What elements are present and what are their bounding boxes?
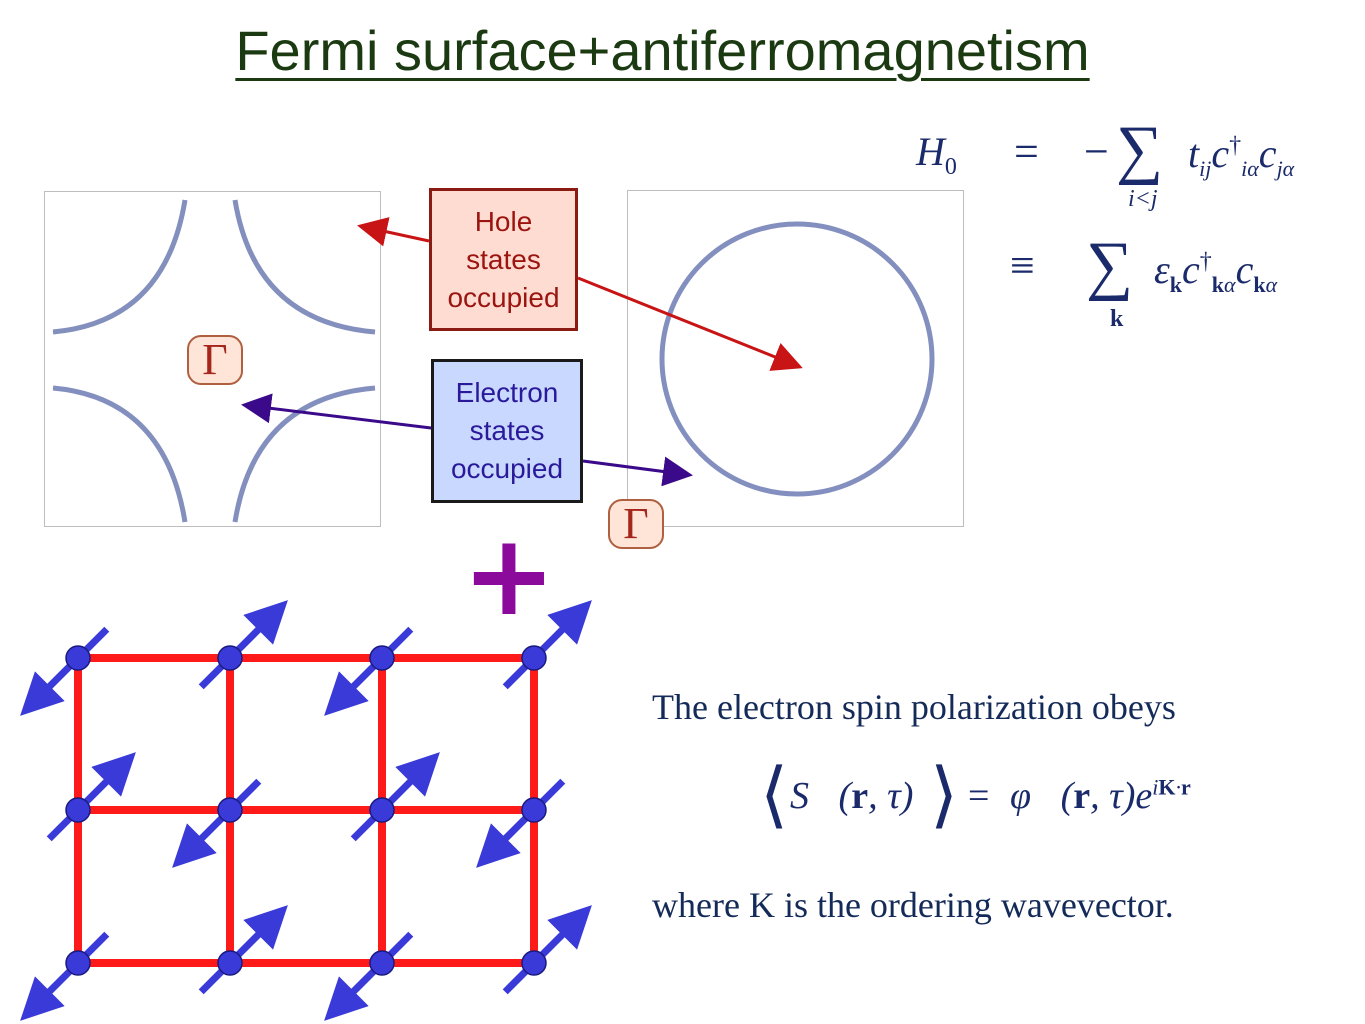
spin-arrow-up <box>46 752 136 842</box>
hole-states-callout: Hole states occupied <box>429 188 578 331</box>
lattice-site <box>521 645 547 671</box>
lattice-site <box>217 797 243 823</box>
callout-line: states <box>469 415 545 446</box>
spin-polarization-equation: ⟨ S⃗(r, τ) ⟩ = φ⃗(r, τ)eiK·r <box>760 755 1191 835</box>
spin-arrow-up <box>502 905 592 995</box>
electron-states-callout: Electron states occupied <box>431 359 583 503</box>
callout-line: states <box>466 244 541 275</box>
hamiltonian-equation-1: H0 = − ∑ i<j tijc†iαcjα <box>916 113 1295 212</box>
spin-arrow-down <box>324 626 414 716</box>
hamiltonian-equation-2: ≡ ∑ k εkc†kαckα <box>1010 229 1278 332</box>
spin-arrow-up <box>198 600 288 690</box>
spin-arrow-down <box>20 931 110 1021</box>
lattice-site <box>65 950 91 976</box>
spin-arrow-up <box>198 905 288 995</box>
spin-arrow-down <box>476 778 566 868</box>
fermi-surface-circle <box>659 221 935 497</box>
hole-arrow-left <box>357 217 430 247</box>
lattice-site <box>65 645 91 671</box>
gamma-point-label-left: Γ <box>187 335 243 385</box>
electron-arrow-right <box>582 456 693 487</box>
spin-arrow-down <box>172 778 262 868</box>
gamma-point-label-right: Γ <box>608 499 664 549</box>
spin-arrow-down <box>20 626 110 716</box>
lattice-site <box>217 950 243 976</box>
electron-arrow-left <box>241 393 432 430</box>
slide-title: Fermi surface+antiferromagnetism <box>235 19 1090 82</box>
callout-line: Electron <box>455 377 559 408</box>
lattice-site <box>521 950 547 976</box>
lattice-site <box>521 797 547 823</box>
spin-arrow-down <box>324 931 414 1021</box>
lattice-site <box>369 950 395 976</box>
hole-arrow-right <box>577 276 803 371</box>
lattice-site <box>369 797 395 823</box>
lattice-site <box>65 797 91 823</box>
lattice-site <box>217 645 243 671</box>
lattice-site <box>369 645 395 671</box>
spin-arrow-up <box>350 752 440 842</box>
spin-polarization-text: The electron spin polarization obeys <box>652 687 1176 727</box>
ordering-wavevector-text: where K is the ordering wavevector. <box>652 885 1174 925</box>
spin-arrow-up <box>502 600 592 690</box>
callout-line: Hole <box>474 206 533 237</box>
fermi-surface-curves <box>52 199 376 523</box>
callout-line: occupied <box>447 282 560 313</box>
plus-sign: + <box>462 511 556 641</box>
callout-line: occupied <box>450 453 564 484</box>
